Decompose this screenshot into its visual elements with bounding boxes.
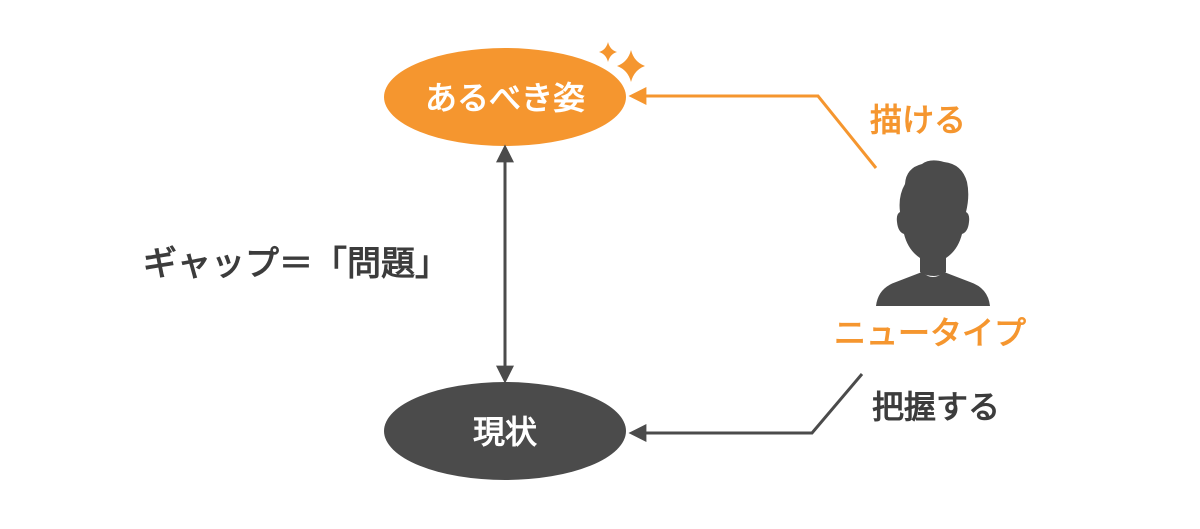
actor-label: ニュータイプ [834,314,1027,352]
sparkle-icon [599,42,645,82]
ideal-state-label: あるべき姿 [425,79,585,117]
current-state-node: 現状 [384,382,626,480]
person-icon [876,160,990,306]
gap-label: ギャップ＝「問題」 [143,244,449,284]
ideal-state-node: あるべき姿 [384,48,626,146]
ideal-state-ellipse [384,48,626,146]
draw-arrow [628,87,878,169]
current-state-ellipse [384,382,626,480]
grasp-arrow [628,373,864,442]
current-state-label: 現状 [473,413,538,451]
grasp-label: 把握する [872,388,1000,426]
draw-label: 描ける [870,101,966,139]
